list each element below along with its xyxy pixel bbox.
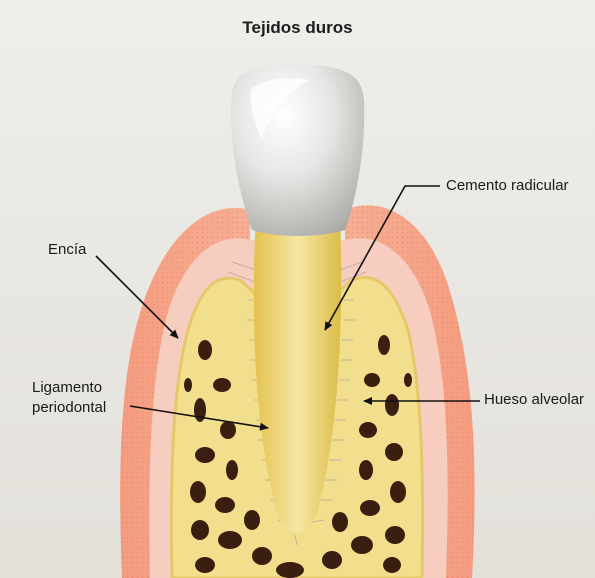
label-ligamento-line2: periodontal <box>32 398 152 418</box>
label-ligamento-periodontal: Ligamento periodontal <box>32 378 152 418</box>
label-hueso-alveolar: Hueso alveolar <box>484 390 584 410</box>
label-ligamento-line1: Ligamento <box>32 378 152 398</box>
label-encia: Encía <box>48 240 86 260</box>
label-cemento-radicular: Cemento radicular <box>446 176 569 196</box>
